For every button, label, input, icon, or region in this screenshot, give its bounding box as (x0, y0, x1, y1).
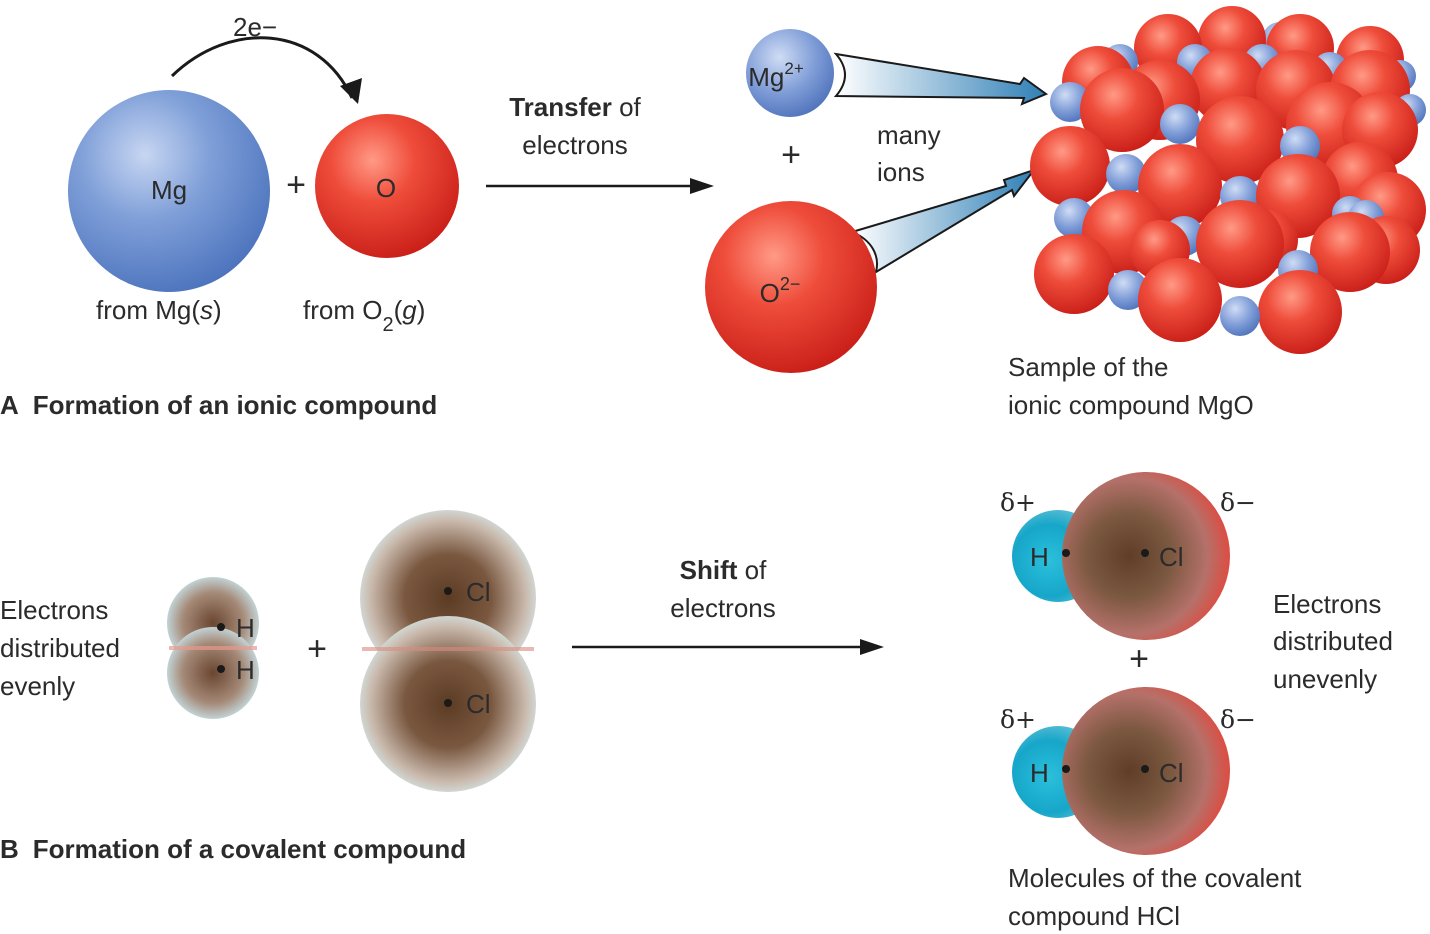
hcl-bottom-h-label: H (1030, 758, 1049, 788)
mgo-lattice (1030, 6, 1426, 354)
cl-nucleus-bottom (444, 699, 452, 707)
transfer-label-line2: electrons (522, 130, 628, 160)
lattice-magnesium-ion (1106, 154, 1146, 194)
from-o2-label: from O2(g) (303, 295, 425, 336)
hcl-top-h-nucleus (1062, 549, 1070, 557)
electron-transfer-arrowhead (340, 78, 362, 104)
hcl-molecule-bottom: H Cl δ+ δ− (1000, 687, 1256, 855)
even-line3: evenly (0, 671, 75, 701)
molecules-line2: compound HCl (1008, 901, 1180, 931)
uneven-line3: unevenly (1273, 664, 1377, 694)
mg-atom-label: Mg (151, 175, 187, 205)
panel-b: Electrons distributed evenly H H + Cl Cl (0, 472, 1393, 931)
reactant-plus: + (286, 166, 306, 204)
molecules-line1: Molecules of the covalent (1008, 863, 1302, 893)
even-line2: distributed (0, 633, 120, 663)
lattice-oxide-ion (1196, 96, 1284, 184)
sample-label-line2: ionic compound MgO (1008, 390, 1254, 420)
lattice-magnesium-ion (1220, 296, 1260, 336)
hcl-top-cl-label: Cl (1159, 542, 1184, 572)
hcl-top-cl-nucleus (1141, 549, 1149, 557)
hcl-top-h-label: H (1030, 542, 1049, 572)
shift-arrowhead (860, 639, 884, 655)
hcl-bottom-cl-nucleus (1141, 765, 1149, 773)
electron-transfer-arrow (170, 36, 354, 99)
mg-ion-label: Mg2+ (748, 59, 804, 92)
lattice-magnesium-ion (1160, 104, 1200, 144)
o-ion-pointer (848, 168, 1037, 275)
lattice-oxide-ion (1030, 126, 1110, 206)
many-ions-line1: many (877, 120, 941, 150)
cl-top-label: Cl (466, 577, 491, 607)
o-ion-sphere (705, 201, 877, 373)
mg-atom-sphere (68, 90, 270, 292)
lattice-oxide-ion (1034, 234, 1114, 314)
from-mg-label: from Mg(s) (96, 295, 222, 325)
electron-transfer-label: 2e− (233, 12, 277, 42)
lattice-oxide-ion (1080, 68, 1164, 152)
h-nucleus-top (217, 623, 225, 631)
reactant-plus-b: + (307, 630, 327, 668)
molecule-plus: + (1129, 640, 1149, 678)
o-atom-label: O (376, 173, 396, 203)
cl2-molecule: Cl Cl (360, 510, 536, 792)
uneven-line1: Electrons (1273, 589, 1381, 619)
transfer-arrowhead (690, 178, 714, 194)
hcl-bottom-cl-label: Cl (1159, 758, 1184, 788)
cl-nucleus-top (444, 587, 452, 595)
shift-label-line2: electrons (670, 593, 776, 623)
shift-label-line1: Shift of (680, 555, 767, 585)
panel-a: 2e− Mg + O from Mg(s) from O2(g) Transfe… (0, 6, 1426, 420)
hcl-bottom-delta-plus: δ+ (1000, 705, 1036, 734)
h-top-label: H (236, 613, 255, 643)
hcl-top-delta-minus: δ− (1220, 488, 1256, 517)
hcl-bottom-h-nucleus (1062, 765, 1070, 773)
lattice-oxide-ion (1138, 144, 1222, 228)
o-ion-label: O2− (760, 274, 801, 308)
h-bottom-label: H (236, 655, 255, 685)
o-atom-sphere (315, 114, 459, 258)
sample-label-line1: Sample of the (1008, 352, 1168, 382)
lattice-oxide-ion (1310, 212, 1390, 292)
mg-ion-sphere (746, 29, 834, 117)
mg-ion-pointer (833, 52, 1049, 106)
transfer-label-line1: Transfer of (509, 92, 641, 122)
h2-molecule: H H (167, 577, 259, 719)
uneven-line2: distributed (1273, 626, 1393, 656)
lattice-oxide-ion (1138, 258, 1222, 342)
hcl-molecule-top: H Cl δ+ δ− (1000, 472, 1256, 640)
cl-bottom-label: Cl (466, 689, 491, 719)
hcl-top-delta-plus: δ+ (1000, 488, 1036, 517)
many-ions-line2: ions (877, 157, 925, 187)
lattice-oxide-ion (1196, 200, 1284, 288)
lattice-oxide-ion (1258, 270, 1342, 354)
ion-plus: + (781, 136, 801, 174)
hcl-bottom-delta-minus: δ− (1220, 705, 1256, 734)
even-line1: Electrons (0, 595, 108, 625)
h-nucleus-bottom (217, 665, 225, 673)
lattice-magnesium-ion (1050, 82, 1090, 122)
